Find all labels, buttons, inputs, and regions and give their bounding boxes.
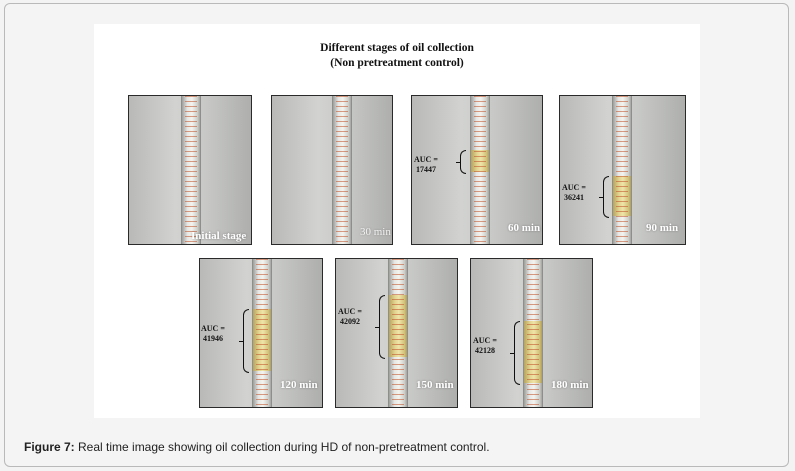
auc-annotation: AUC = 42092 bbox=[338, 307, 362, 327]
burette-tube bbox=[181, 96, 201, 244]
photo-60-min: AUC = 17447 60 min bbox=[411, 95, 543, 245]
auc-annotation: AUC = 17447 bbox=[414, 155, 438, 175]
stage-caption: 150 min bbox=[416, 379, 454, 391]
auc-value: 42092 bbox=[339, 317, 360, 326]
burette-tube bbox=[523, 259, 543, 407]
auc-annotation: AUC = 42128 bbox=[473, 336, 497, 356]
bracket-marker bbox=[239, 309, 249, 373]
figure-caption-text: Real time image showing oil collection d… bbox=[74, 440, 490, 454]
figure-subtitle: (Non pretreatment control) bbox=[330, 57, 464, 69]
photo-150-min: AUC = 42092 150 min bbox=[335, 258, 458, 408]
stage-caption: Initial stage bbox=[191, 230, 247, 242]
figure-caption: Figure 7: Real time image showing oil co… bbox=[24, 440, 490, 454]
auc-value: 42128 bbox=[474, 346, 495, 355]
figure-caption-label: Figure 7: bbox=[24, 440, 75, 454]
stage-caption: 120 min bbox=[280, 379, 318, 391]
auc-label: AUC = bbox=[338, 307, 362, 316]
burette-tube bbox=[470, 96, 490, 244]
photo-180-min: AUC = 42128 180 min bbox=[470, 258, 593, 408]
burette-tube bbox=[252, 259, 272, 407]
photo-120-min: AUC = 41946 120 min bbox=[199, 258, 323, 408]
bracket-marker bbox=[375, 295, 385, 359]
auc-value: 41946 bbox=[202, 334, 223, 343]
auc-annotation: AUC = 36241 bbox=[562, 183, 586, 203]
photo-30-min: 30 min bbox=[271, 95, 393, 245]
auc-label: AUC = bbox=[562, 183, 586, 192]
stage-caption: 60 min bbox=[508, 222, 541, 234]
photo-90-min: AUC = 36241 90 min bbox=[559, 95, 686, 245]
bracket-marker bbox=[599, 176, 609, 218]
auc-value: 36241 bbox=[563, 193, 584, 202]
stage-caption: 90 min bbox=[646, 222, 679, 234]
burette-tube bbox=[388, 259, 408, 407]
auc-annotation: AUC = 41946 bbox=[201, 324, 225, 344]
photo-initial-stage: Initial stage bbox=[128, 95, 252, 245]
burette-tube bbox=[612, 96, 632, 244]
figure-image: Different stages of oil collection (Non … bbox=[94, 24, 700, 418]
auc-label: AUC = bbox=[201, 324, 225, 333]
bracket-marker bbox=[510, 321, 520, 385]
bracket-marker bbox=[456, 150, 466, 174]
figure-title: Different stages of oil collection bbox=[320, 42, 474, 54]
stage-caption: 30 min bbox=[360, 226, 391, 238]
auc-value: 17447 bbox=[415, 165, 436, 174]
auc-label: AUC = bbox=[414, 155, 438, 164]
stage-caption: 180 min bbox=[551, 379, 589, 391]
burette-tube bbox=[332, 96, 352, 244]
auc-label: AUC = bbox=[473, 336, 497, 345]
